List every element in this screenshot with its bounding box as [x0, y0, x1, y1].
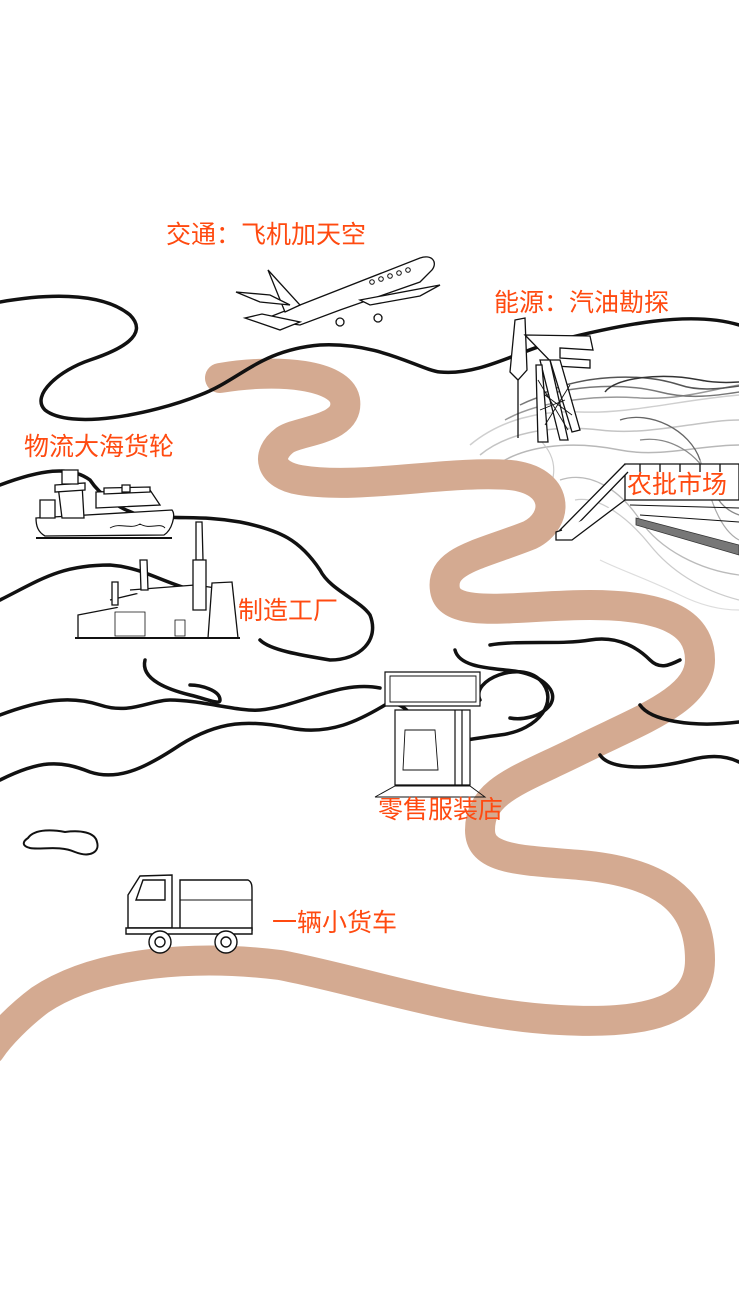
small-pond: [22, 829, 99, 856]
station-label-ship: 物流大海货轮: [24, 432, 175, 461]
terrain-contours: [469, 375, 739, 611]
station-label-retail: 零售服装店: [378, 795, 504, 824]
road-path: [0, 358, 715, 1062]
station-label-factory: 制造工厂: [238, 596, 339, 625]
factory-icon: [75, 521, 240, 639]
market-building-icon: [555, 463, 739, 556]
clothing-store-icon: [374, 671, 487, 798]
truck-icon: [125, 874, 253, 954]
station-label-market: 农批市场: [627, 470, 728, 499]
cargo-ship-icon: [35, 469, 175, 539]
airplane-icon: [235, 256, 441, 331]
station-label-energy: 能源：汽油勘探: [494, 288, 670, 317]
station-label-air: 交通：飞机加天空: [166, 220, 367, 249]
oil-pump-icon: [509, 317, 594, 443]
station-label-truck: 一辆小货车: [272, 908, 398, 937]
